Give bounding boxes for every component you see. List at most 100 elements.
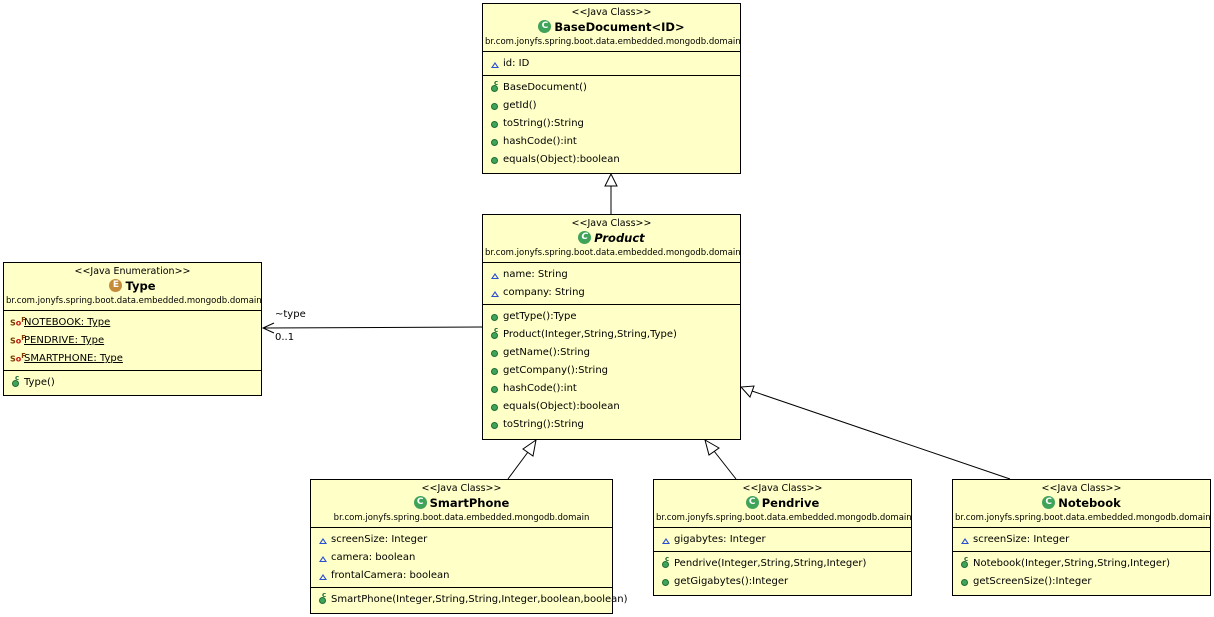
static-final-field-icon: SoF bbox=[10, 316, 26, 328]
method-row[interactable]: getCompany():String bbox=[489, 362, 740, 380]
method-row[interactable]: getType():Type bbox=[489, 308, 740, 326]
method-row[interactable]: hashCode():int bbox=[489, 133, 740, 151]
package-label: br.com.jonyfs.spring.boot.data.embedded.… bbox=[333, 513, 590, 523]
class-name-text: Type bbox=[125, 279, 156, 293]
association-multiplicity-label: 0..1 bbox=[275, 332, 295, 343]
public-method-icon bbox=[959, 573, 973, 591]
field-row-text: company: String bbox=[503, 287, 585, 298]
public-method-icon bbox=[489, 115, 503, 133]
public-method-icon bbox=[489, 133, 503, 151]
field-row[interactable]: screenSize: Integer bbox=[959, 531, 1210, 549]
package-field-icon bbox=[489, 284, 503, 302]
stereotype-label: <<Java Class>> bbox=[742, 483, 823, 494]
package-label: br.com.jonyfs.spring.boot.data.embedded.… bbox=[955, 513, 1211, 523]
package-label: br.com.jonyfs.spring.boot.data.embedded.… bbox=[656, 513, 912, 523]
field-row-text: screenSize: Integer bbox=[331, 534, 428, 545]
method-row-text: equals(Object):boolean bbox=[503, 401, 620, 412]
field-row[interactable]: id: ID bbox=[489, 55, 740, 73]
package-field-icon bbox=[317, 549, 331, 567]
public-method-icon bbox=[660, 573, 674, 591]
method-row-text: Type() bbox=[24, 377, 55, 388]
package-label: br.com.jonyfs.spring.boot.data.embedded.… bbox=[6, 296, 262, 306]
generalization-pendrive-product bbox=[713, 450, 737, 480]
method-row-text: hashCode():int bbox=[503, 383, 577, 394]
constructor-icon: c bbox=[959, 555, 973, 573]
field-row[interactable]: company: String bbox=[489, 284, 740, 302]
method-row[interactable]: toString():String bbox=[489, 416, 740, 434]
field-row-text: frontalCamera: boolean bbox=[331, 570, 450, 581]
abstract-class-icon: C bbox=[578, 231, 592, 244]
field-row-text: gigabytes: Integer bbox=[674, 534, 766, 545]
constructor-icon: c bbox=[489, 326, 503, 344]
method-row[interactable]: equals(Object):boolean bbox=[489, 151, 740, 169]
generalization-arrowhead bbox=[739, 385, 755, 398]
package-field-icon bbox=[489, 266, 503, 284]
method-row-text: getType():Type bbox=[503, 311, 577, 322]
stereotype-label: <<Java Class>> bbox=[1041, 483, 1122, 494]
class-icon: C bbox=[745, 496, 759, 509]
method-row[interactable]: getGigabytes():Integer bbox=[660, 573, 911, 591]
method-row-text: toString():String bbox=[503, 419, 584, 430]
stereotype-label: <<Java Class>> bbox=[421, 483, 502, 494]
method-row[interactable]: equals(Object):boolean bbox=[489, 398, 740, 416]
field-row[interactable]: name: String bbox=[489, 266, 740, 284]
association-product-type bbox=[263, 326, 484, 329]
fields-section: screenSize: Integer camera: boolean fronta… bbox=[311, 528, 612, 588]
field-row[interactable]: frontalCamera: boolean bbox=[317, 567, 612, 585]
method-row-text: hashCode():int bbox=[503, 136, 577, 147]
field-row[interactable]: camera: boolean bbox=[317, 549, 612, 567]
class-name-text: BaseDocument<ID> bbox=[554, 20, 685, 34]
fields-section: name: String company: String bbox=[483, 263, 740, 305]
method-row[interactable]: toString():String bbox=[489, 115, 740, 133]
method-row-text: equals(Object):boolean bbox=[503, 154, 620, 165]
public-method-icon bbox=[489, 362, 503, 380]
method-row-text: getGigabytes():Integer bbox=[674, 576, 789, 587]
field-row[interactable]: gigabytes: Integer bbox=[660, 531, 911, 549]
public-method-icon bbox=[489, 308, 503, 326]
association-arrowhead bbox=[261, 322, 275, 334]
method-row-text: toString():String bbox=[503, 118, 584, 129]
association-role-label: ~type bbox=[275, 309, 306, 320]
method-row-text: Pendrive(Integer,String,String,Integer) bbox=[674, 558, 867, 569]
method-row[interactable]: hashCode():int bbox=[489, 380, 740, 398]
package-field-icon bbox=[489, 55, 503, 73]
public-method-icon bbox=[489, 97, 503, 115]
class-name-text: SmartPhone bbox=[429, 496, 510, 510]
generalization-smartphone-product bbox=[507, 451, 529, 480]
method-row[interactable]: getName():String bbox=[489, 344, 740, 362]
package-label: br.com.jonyfs.spring.boot.data.embedded.… bbox=[485, 248, 741, 258]
class-name-text: Product bbox=[594, 231, 645, 245]
constructor-icon: c bbox=[317, 591, 331, 609]
method-row[interactable]: getId() bbox=[489, 97, 740, 115]
stereotype-label: <<Java Class>> bbox=[571, 7, 652, 18]
field-row-text: id: ID bbox=[503, 58, 530, 69]
package-field-icon bbox=[660, 531, 674, 549]
method-row-text: getName():String bbox=[503, 347, 590, 358]
field-row[interactable]: screenSize: Integer bbox=[317, 531, 612, 549]
method-row[interactable]: getScreenSize():Integer bbox=[959, 573, 1210, 591]
enum-icon: E bbox=[109, 279, 123, 292]
